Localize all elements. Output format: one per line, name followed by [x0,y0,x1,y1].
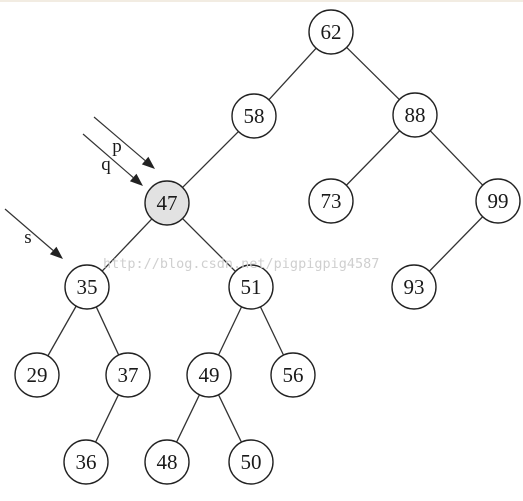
node-circle [14,352,60,398]
edge-62-88 [346,47,400,100]
tree-node-88: 88 [392,92,438,138]
node-circle [475,178,521,224]
node-circle [231,93,277,139]
node-circle [270,352,316,398]
node-circle [144,439,190,485]
node-circle [63,439,109,485]
edge-37-36 [94,394,120,443]
tree-node-93: 93 [391,264,437,310]
watermark-text: http://blog.csdn.net/pigpigpig4587 [103,256,379,272]
node-label: 49 [199,363,220,387]
tree-node-36: 36 [63,439,109,485]
node-label: 36 [76,450,97,474]
edge-51-56 [259,306,285,356]
pointer-s: s [4,208,63,259]
tree-node-50: 50 [228,439,274,485]
node-circle [391,264,437,310]
node-label: 56 [283,363,304,387]
edge-88-99 [429,130,484,186]
node-circle [308,178,354,224]
arrowhead-icon [141,156,155,169]
node-label: 73 [321,189,342,213]
edge-47-51 [182,218,236,272]
pointer-line [4,208,54,251]
node-circle [308,9,354,55]
edge-35-29 [47,305,77,357]
tree-node-49: 49 [186,352,232,398]
node-circle [392,92,438,138]
node-circle [105,352,151,398]
tree-node-99: 99 [475,178,521,224]
tree-node-62: 62 [308,9,354,55]
edge-49-48 [175,394,201,443]
tree-node-56: 56 [270,352,316,398]
node-circle [186,352,232,398]
edges-layer [47,47,484,443]
pointer-label: s [24,227,31,248]
node-label: 29 [27,363,48,387]
tree-node-58: 58 [231,93,277,139]
node-label: 47 [157,191,178,215]
node-circle [64,264,110,310]
tree-node-51: 51 [228,264,274,310]
edge-51-49 [217,306,243,356]
node-label: 62 [321,20,342,44]
node-label: 93 [404,275,425,299]
edge-58-47 [182,131,239,188]
edge-49-50 [217,394,243,443]
pointer-label: p [112,136,122,157]
edge-88-73 [345,130,401,186]
edge-35-37 [95,306,120,356]
node-circle [228,439,274,485]
node-label: 51 [241,275,262,299]
pointer-line [82,133,134,178]
tree-node-48: 48 [144,439,190,485]
node-circle [144,180,190,226]
edge-47-35 [101,218,153,272]
pointer-p: p [93,116,155,169]
tree-node-47: 47 [144,180,190,226]
node-label: 35 [77,275,98,299]
edge-99-93 [428,216,484,272]
tree-node-29: 29 [14,352,60,398]
node-label: 99 [488,189,509,213]
arrowhead-icon [129,173,143,186]
node-label: 88 [405,103,426,127]
nodes-layer: 62 58 88 47 73 99 35 51 93 29 37 49 56 36 48 50 [14,9,521,485]
node-label: 50 [241,450,262,474]
edge-62-58 [268,47,317,101]
tree-node-37: 37 [105,352,151,398]
node-circle [228,264,274,310]
node-label: 48 [157,450,178,474]
pointer-q: q [82,133,143,186]
arrowhead-icon [49,246,63,259]
node-label: 37 [118,363,139,387]
pointer-label: q [101,154,111,175]
node-label: 58 [244,104,265,128]
tree-node-73: 73 [308,178,354,224]
tree-node-35: 35 [64,264,110,310]
pointers-layer: pq s [4,116,155,259]
pointer-line [93,116,146,162]
